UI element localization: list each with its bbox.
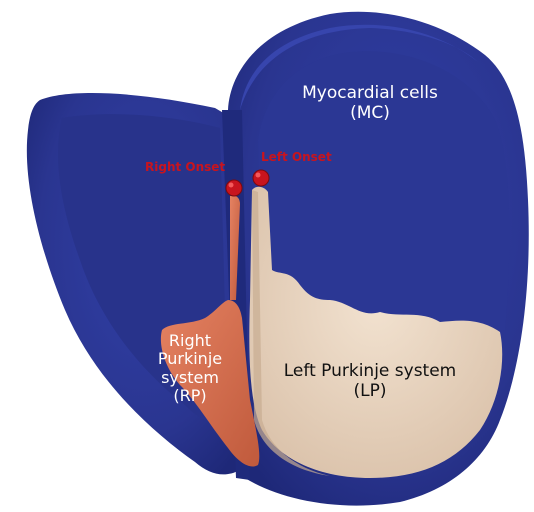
left-onset-marker (253, 170, 269, 186)
right-onset-marker (226, 180, 242, 196)
left-purkinje-label: Left Purkinje system (LP) (255, 362, 485, 401)
myocardial-cells-label: Myocardial cells (MC) (290, 84, 450, 123)
left-onset-label: Left Onset (261, 150, 332, 164)
right-purkinje-label: Right Purkinje system (RP) (150, 332, 230, 406)
right-onset-label: Right Onset (145, 160, 225, 174)
